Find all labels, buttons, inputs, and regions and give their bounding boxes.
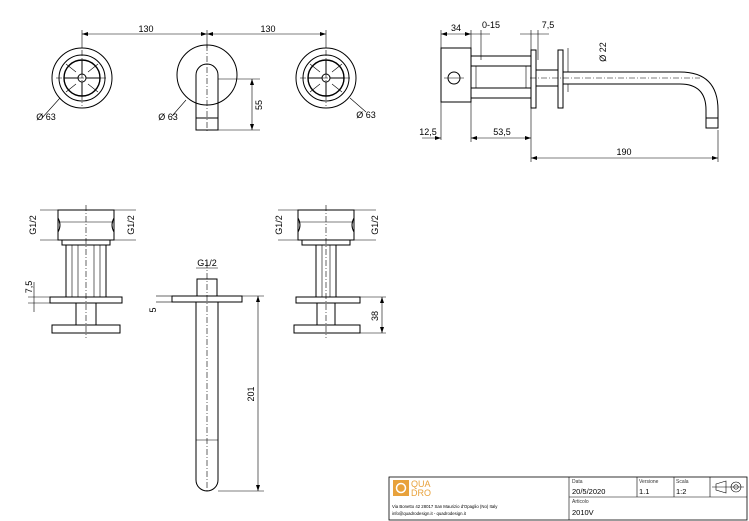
dim-side-depth: 53,5 <box>493 127 511 137</box>
projection-symbol-icon <box>712 480 744 494</box>
dim-dia-handle-left: Ø 63 <box>36 112 56 122</box>
title-block: QUA DRO Via Bonetto 42 28017 San Maurizi… <box>388 476 748 521</box>
dim-side-wall: 12,5 <box>419 127 437 137</box>
dim-spacing-left: 130 <box>138 24 153 34</box>
brand-line2: DRO <box>411 488 431 498</box>
brand-logo-mark <box>393 480 409 496</box>
article-value: 2010V <box>572 508 594 517</box>
dim-spout-drop: 55 <box>254 100 264 110</box>
dim-side-reach: 190 <box>616 147 631 157</box>
dim-side-dia-spout: Ø 22 <box>598 42 608 62</box>
version-label: Versione <box>639 479 659 485</box>
date-value: 20/5/2020 <box>572 487 605 496</box>
dim-dia-spout-plate: Ø 63 <box>158 112 178 122</box>
version-value: 1.1 <box>639 487 649 496</box>
article-label: Articolo <box>572 499 589 505</box>
scale-label: Scala <box>676 479 689 485</box>
valve-section-right: G1/2 G1/2 38 <box>274 205 386 338</box>
dim-side-adjust: 0-15 <box>482 20 500 30</box>
dim-dia-handle-right: Ø 63 <box>356 110 376 120</box>
dim-spout-plate: 5 <box>148 307 158 312</box>
side-view: 34 0-15 7,5 Ø 22 12,5 53,5 <box>419 20 719 162</box>
dim-side-plate: 7,5 <box>542 20 555 30</box>
company-contact: info@quadrodesign.it - quadrodesign.it <box>392 511 467 516</box>
dim-side-body: 34 <box>451 23 461 33</box>
dim-spacing-right: 130 <box>260 24 275 34</box>
front-view: 130 130 Ø 63 Ø 63 55 <box>36 24 376 132</box>
left-handle <box>51 47 113 109</box>
dim-thread-c: G1/2 <box>274 215 284 235</box>
dim-valve-height: 38 <box>370 311 380 321</box>
dim-thread-b: G1/2 <box>126 215 136 235</box>
dim-thread-a: G1/2 <box>28 215 38 235</box>
dim-valve-offset: 7,5 <box>24 281 34 294</box>
date-label: Data <box>572 479 583 485</box>
brand-line1: QUA <box>411 479 431 489</box>
company-address: Via Bonetto 42 28017 San Maurizio d'Opag… <box>392 504 498 509</box>
right-handle <box>295 47 357 109</box>
scale-value: 1:2 <box>676 487 686 496</box>
dim-spout-length: 201 <box>246 386 256 401</box>
valve-section-left: G1/2 G1/2 7,5 <box>24 205 136 338</box>
dim-thread-d: G1/2 <box>370 215 380 235</box>
spout-section: G1/2 5 201 <box>148 258 264 492</box>
spout-plate <box>176 44 238 132</box>
